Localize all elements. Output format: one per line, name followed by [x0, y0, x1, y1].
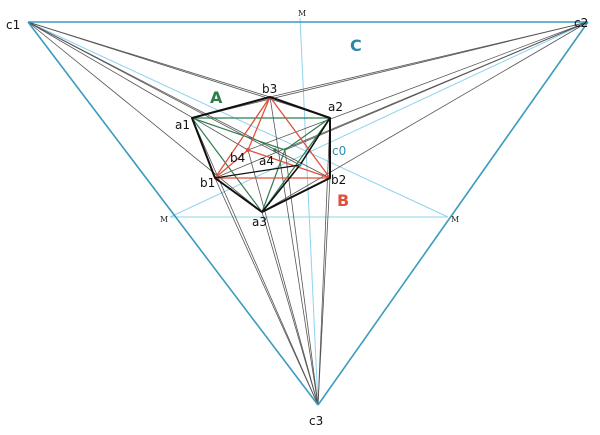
- label-face-c: C: [350, 36, 362, 55]
- ray-c3: [261, 211, 319, 406]
- label-m-top: M: [298, 9, 306, 18]
- cube-edge: [261, 164, 301, 213]
- ray-c2: [191, 21, 589, 119]
- label-a2: a2: [328, 100, 343, 114]
- cube-edge: [214, 164, 301, 179]
- axis-c2-to-left-m: [169, 21, 589, 218]
- ray-c1: [27, 21, 331, 179]
- ray-c2: [261, 21, 589, 213]
- label-b1: b1: [200, 176, 215, 190]
- ray-c2: [247, 21, 589, 151]
- point-a4: [273, 148, 277, 152]
- label-a4: a4: [259, 154, 274, 168]
- ray-c3: [269, 96, 319, 406]
- ray-c3: [317, 117, 331, 406]
- label-m-left: M: [160, 215, 168, 224]
- ray-c3: [214, 177, 319, 406]
- ray-c1: [27, 21, 331, 119]
- face-a-line: [261, 149, 286, 213]
- construction-rays: [27, 21, 589, 406]
- label-a3: a3: [252, 215, 267, 229]
- face-b-line: [247, 149, 331, 179]
- ray-c1: [27, 21, 249, 151]
- face-a-line: [261, 117, 331, 213]
- point-b4: [245, 147, 251, 153]
- face-b-line: [214, 96, 271, 179]
- cube-edges: [191, 96, 331, 213]
- axis-c1-to-right-m: [27, 21, 449, 218]
- point-c0: [298, 163, 302, 167]
- face-b-line: [247, 96, 271, 151]
- axis-lines: [27, 17, 589, 406]
- label-c3: c3: [309, 414, 323, 428]
- label-b3: b3: [262, 82, 277, 96]
- label-c0: c0: [332, 144, 346, 158]
- face-b-line: [269, 96, 331, 179]
- label-face-b: B: [337, 191, 349, 210]
- axis-top-to-c3: [299, 17, 319, 406]
- label-c1: c1: [6, 18, 20, 32]
- face-b-line: [214, 149, 249, 179]
- face-a-line: [191, 117, 286, 151]
- frame-right-edge: [317, 21, 589, 406]
- ray-c2: [284, 21, 589, 151]
- outer-triangle: [27, 21, 589, 406]
- label-m-right: M: [451, 215, 459, 224]
- ray-c1: [27, 21, 263, 213]
- label-b4: b4: [230, 151, 245, 165]
- ray-c3: [284, 149, 319, 406]
- ray-c1: [27, 21, 301, 166]
- label-face-a: A: [210, 88, 223, 107]
- ray-c3: [247, 149, 319, 406]
- face-b-lines: [214, 96, 331, 179]
- face-a-line: [191, 117, 263, 213]
- label-a1: a1: [175, 118, 190, 132]
- face-a-line: [284, 117, 331, 151]
- label-b2: b2: [331, 173, 346, 187]
- ray-c3: [191, 117, 319, 406]
- ray-c3: [317, 177, 331, 406]
- frame-left-edge: [27, 21, 319, 406]
- cube-edge: [299, 117, 331, 166]
- label-c2: c2: [574, 16, 588, 30]
